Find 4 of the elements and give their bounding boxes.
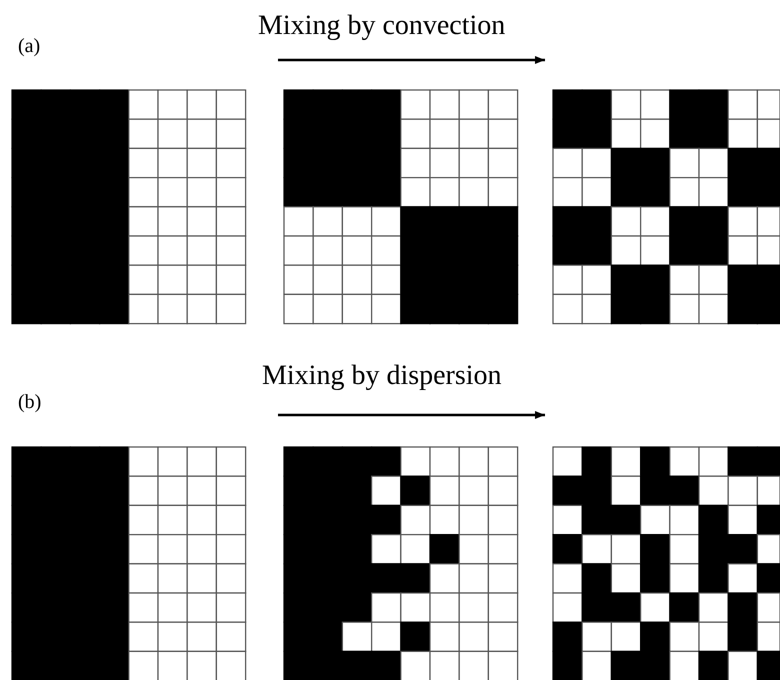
panel-label: (b) <box>18 392 42 412</box>
panel-label: (a) <box>18 36 40 56</box>
heading: Mixing by dispersion <box>262 362 502 390</box>
heading: Mixing by convection <box>258 12 506 40</box>
